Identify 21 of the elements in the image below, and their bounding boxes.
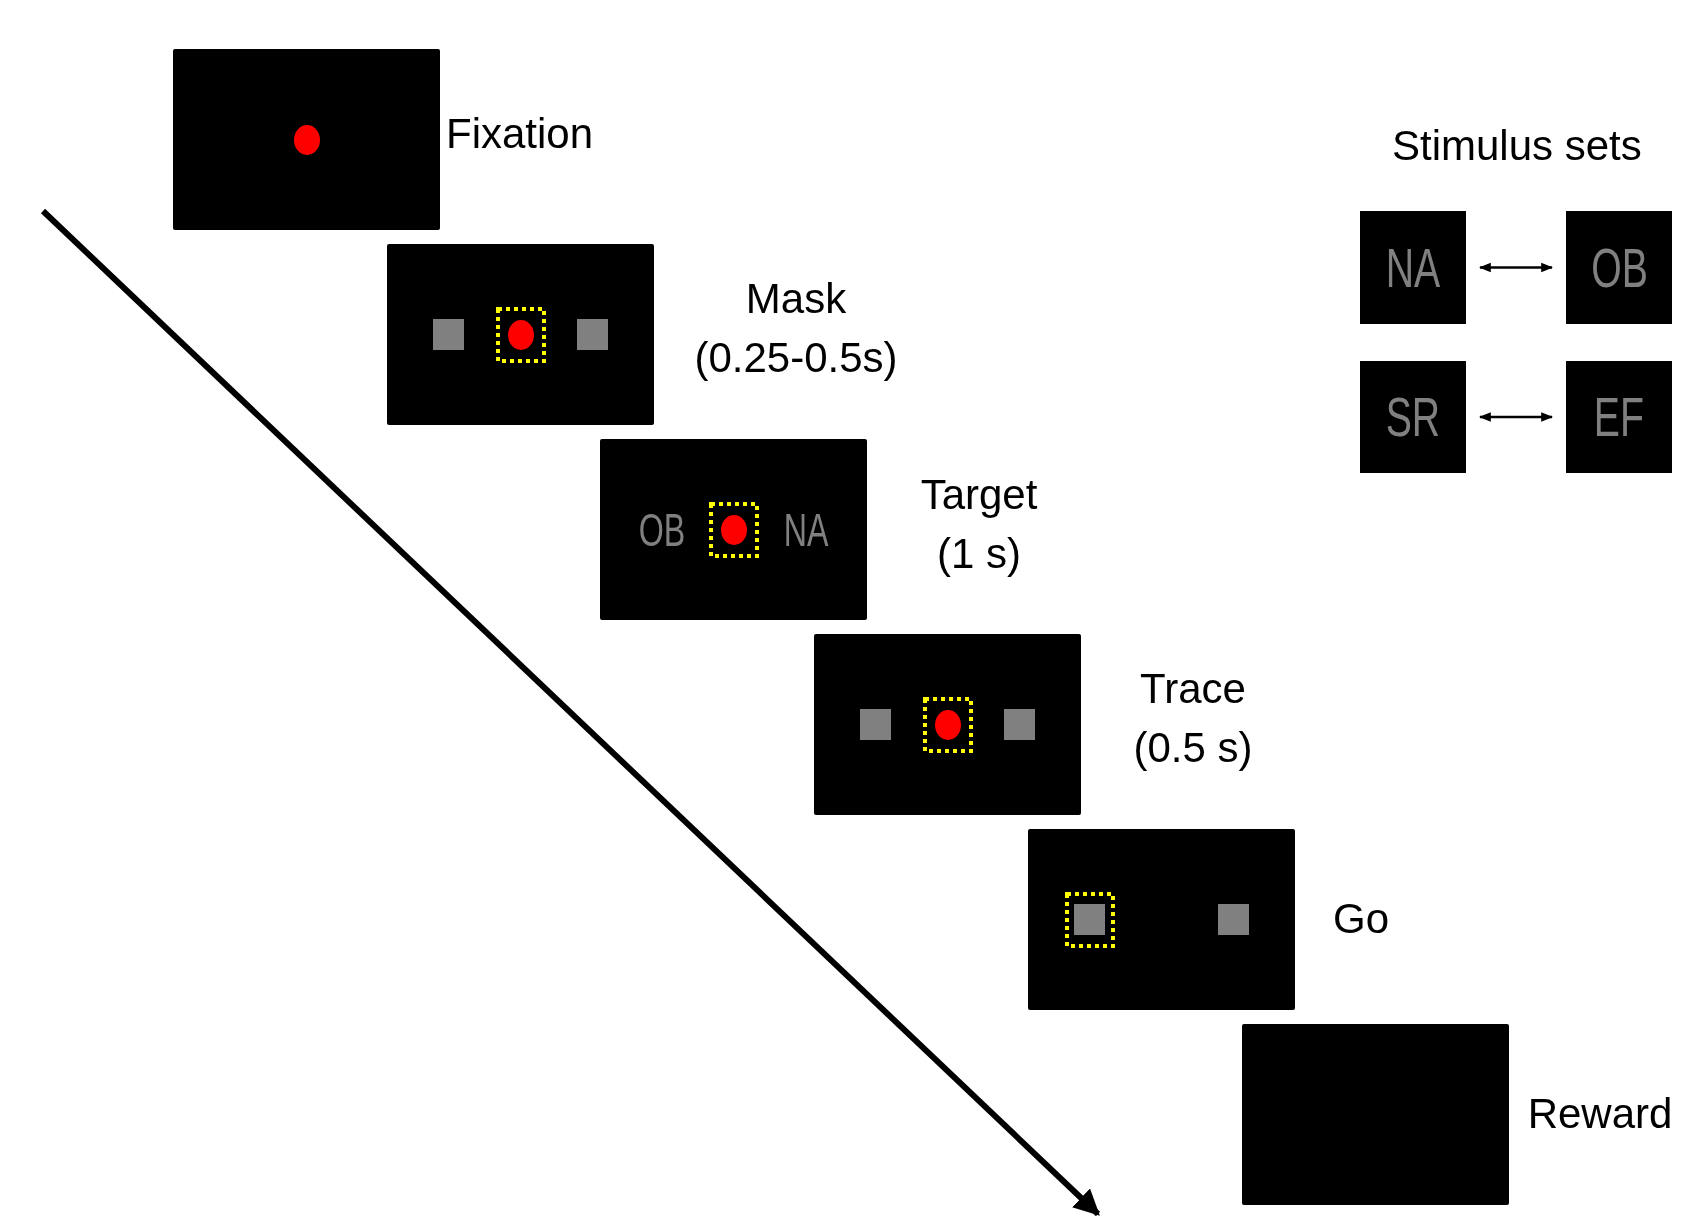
stimulus-card: EF [1566, 361, 1672, 473]
stimulus-card: NA [1360, 211, 1466, 324]
stimulus-card: OB [1566, 211, 1672, 324]
screen-panel [1242, 1024, 1509, 1205]
step-label: Mask (0.25-0.5s) [693, 274, 899, 383]
double-arrow [1478, 262, 1554, 273]
section-heading: Stimulus sets [1392, 122, 1642, 170]
screen-panel [814, 634, 1081, 815]
step-label: Reward [1526, 1089, 1674, 1139]
step-label: Target (1 s) [919, 470, 1039, 579]
screen-panel [387, 244, 654, 425]
step-label: Go [1332, 894, 1390, 944]
stimulus-letters: OB [638, 506, 685, 553]
step-label: Fixation [446, 109, 595, 159]
step-label: Trace (0.5 s) [1132, 664, 1254, 773]
screen-panel [173, 49, 440, 230]
stimulus-letters: NA [783, 506, 828, 553]
double-arrow [1478, 412, 1554, 422]
screen-panel [600, 439, 867, 620]
stimulus-card: SR [1360, 361, 1466, 473]
screen-panel [1028, 829, 1295, 1010]
